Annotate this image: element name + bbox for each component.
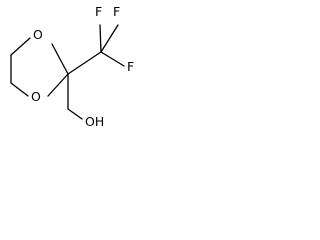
bond-ch2-oh: [67, 108, 83, 120]
fluorine-left-label: F: [95, 4, 102, 19]
atom-labels: O O F F F OH: [31, 4, 134, 129]
fluorine-top-label: F: [113, 4, 120, 19]
bond-cf3-f-left: [99, 24, 102, 53]
bond-o-bottom-c1: [47, 73, 69, 97]
bond-cf3-f-top: [100, 24, 119, 53]
bonds: [10, 24, 125, 120]
bond-c1-cf3: [67, 51, 102, 75]
bond-c1-o-top: [51, 43, 69, 75]
bond-cf3-f-right: [100, 51, 125, 67]
ring-oxygen-top-label: O: [33, 27, 43, 42]
bond-o-top-ch2: [10, 37, 31, 56]
ring-oxygen-bottom-label: O: [31, 89, 41, 104]
chemical-structure-diagram: O O F F F OH: [10, 4, 134, 129]
hydroxyl-label: OH: [85, 114, 104, 129]
fluorine-right-label: F: [127, 59, 134, 74]
bond-ch2-o-bottom: [10, 82, 29, 97]
